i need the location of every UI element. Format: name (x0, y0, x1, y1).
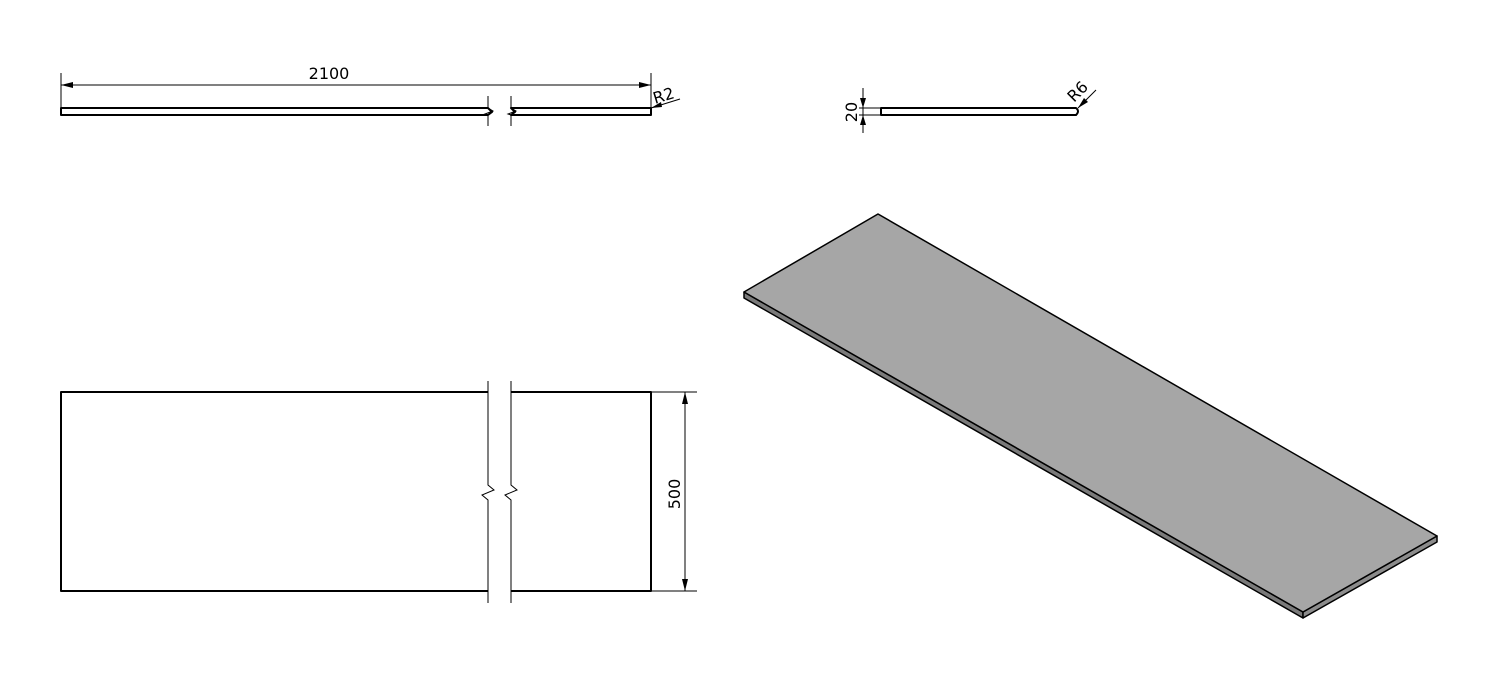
front-elevation-left-part (60, 107, 493, 116)
length-dimension-label: 2100 (309, 64, 350, 83)
plan-view-left-part (60, 391, 488, 592)
plan-view-right-part (511, 391, 652, 592)
front-elevation-right-part (510, 107, 652, 116)
thickness-edge-radius-callout: R6 (1063, 77, 1097, 109)
thickness-edge-radius-label: R6 (1063, 77, 1091, 105)
length-edge-radius-callout: R2 (651, 83, 681, 109)
thickness-dimension: 20 (842, 88, 881, 133)
depth-dimension: 500 (651, 391, 697, 592)
plan-view: 500 (60, 381, 697, 603)
depth-dimension-label: 500 (665, 479, 684, 510)
length-dimension: 2100 (60, 64, 652, 108)
break-line-left (483, 96, 495, 126)
length-edge-radius-label: R2 (651, 83, 677, 107)
side-elevation-outline (880, 107, 1079, 116)
plan-break-line-right (504, 381, 518, 603)
side-elevation-view: 20 R6 (842, 77, 1097, 133)
plan-break-line-left (481, 381, 495, 603)
front-elevation-view: 2100 R2 (60, 64, 681, 126)
break-line-right (506, 96, 518, 126)
iso-top-face (743, 213, 1438, 613)
isometric-view (743, 213, 1438, 619)
thickness-dimension-label: 20 (842, 102, 861, 122)
